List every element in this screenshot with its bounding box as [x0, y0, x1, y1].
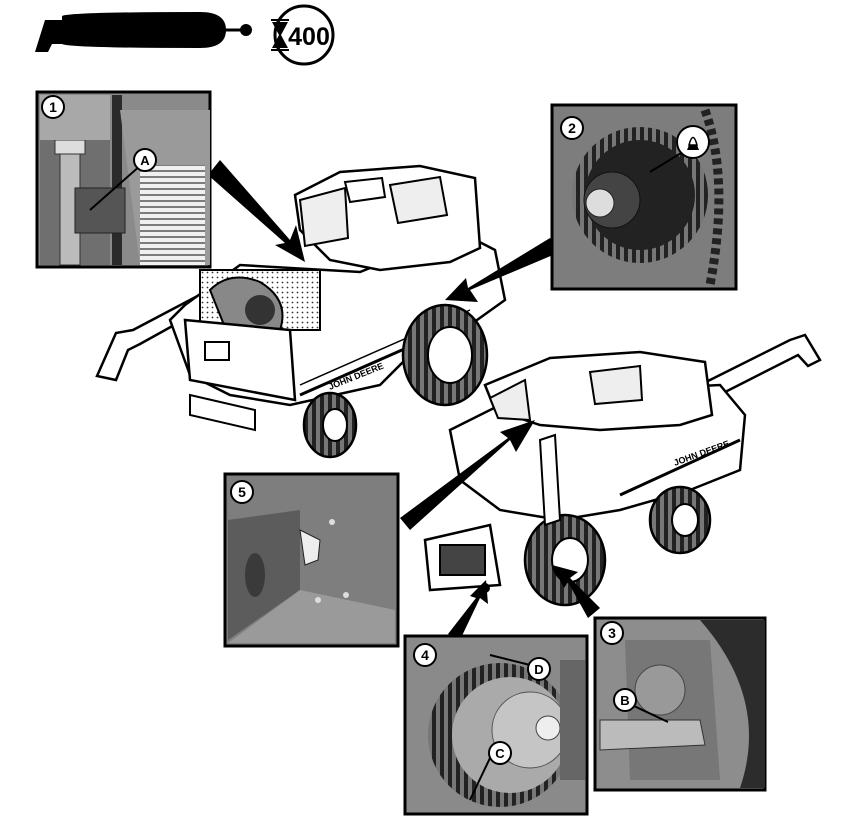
inset-4: 4 D C: [403, 634, 589, 816]
callout-c-label: C: [495, 746, 505, 761]
inset-3: 3 B: [593, 616, 767, 792]
inset-2: 2: [550, 103, 738, 291]
grease-fitting-icon: [676, 125, 710, 159]
combine-rear-view: [95, 164, 507, 459]
combine-front-view: [423, 333, 822, 607]
inset-4-number: 4: [421, 647, 429, 663]
grease-gun-icon: [35, 12, 252, 52]
callout-d-label: D: [534, 662, 543, 677]
inset-1: 1 A: [35, 90, 212, 269]
hourglass-icon: [271, 19, 289, 51]
inset-3-number: 3: [608, 625, 616, 641]
leader-arrows: [208, 160, 600, 640]
service-interval-badge: 400: [271, 4, 335, 66]
callout-b-label: B: [620, 693, 629, 708]
callout-a-label: A: [140, 153, 150, 168]
inset-5-number: 5: [238, 484, 246, 500]
service-hours-text: 400: [288, 23, 330, 51]
inset-5: 5: [223, 472, 400, 648]
inset-1-number: 1: [49, 99, 57, 115]
inset-2-number: 2: [568, 120, 576, 136]
